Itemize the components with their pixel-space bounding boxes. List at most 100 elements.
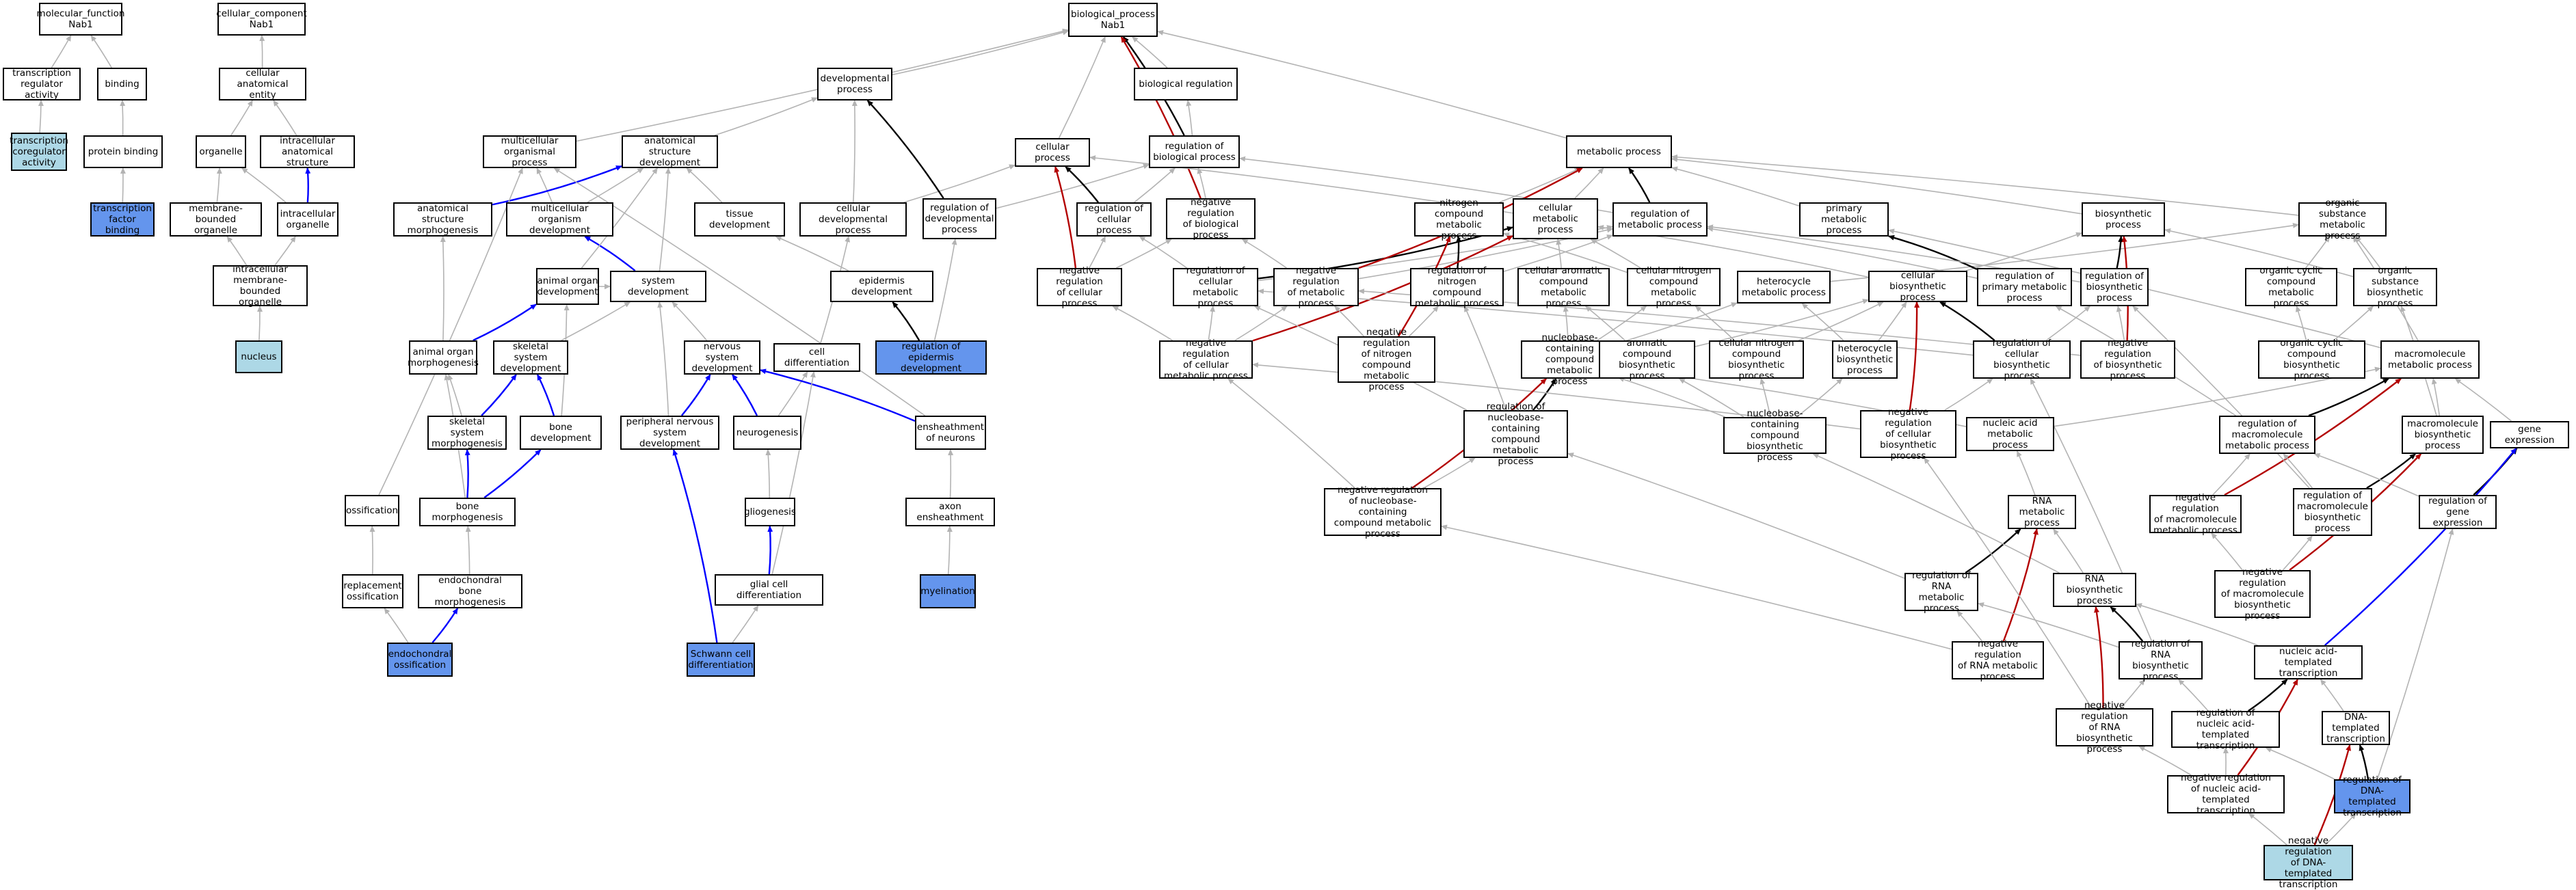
edge-tfb-to-protbind <box>122 168 123 202</box>
edge-negregrnamp-to-negregnccmp <box>1442 526 1952 649</box>
go-term-node-bonedev: bone development <box>520 416 602 450</box>
go-term-node-mod: multicellular organism development <box>506 202 613 237</box>
go-term-node-regdev: regulation of developmental process <box>922 198 996 239</box>
go-term-node-regrnamp: regulation of RNA metabolic process <box>1904 573 1978 611</box>
go-term-node-namp: nucleic acid metabolic process <box>1966 417 2054 451</box>
go-term-node-negregncmp: negative regulation of nitrogen compound… <box>1338 336 1435 383</box>
go-term-node-cae: cellular anatomical entity <box>219 68 306 100</box>
edge-pnsd-to-sysdev <box>659 302 668 416</box>
go-term-node-tfb: transcription factor binding <box>90 202 155 237</box>
edge-cae-to-cc <box>262 36 263 68</box>
edge-tca-to-tra <box>40 100 41 133</box>
go-term-node-bioreg: biological regulation <box>1134 68 1238 100</box>
go-term-node-natt: nucleic acid-templated transcription <box>2254 645 2363 679</box>
go-term-node-dtt: DNA-templated transcription <box>2322 711 2390 745</box>
go-term-node-tra: transcription regulator activity <box>3 68 81 100</box>
edge-negregcp-to-negregbp <box>1116 239 1171 268</box>
go-term-node-myelination: myelination <box>920 574 976 608</box>
go-term-node-gliogenesis: gliogenesis <box>745 498 795 526</box>
edge-tissuedev-to-asd <box>687 168 722 202</box>
edge-endoossif-to-endobm <box>432 608 457 643</box>
go-term-node-negregcbp: negative regulation of cellular biosynth… <box>1860 410 1956 458</box>
go-term-node-regbp: regulation of biological process <box>1149 135 1240 168</box>
edge-negregbp-to-bp <box>1121 37 1201 198</box>
go-term-node-mf: molecular_function Nab1 <box>39 3 122 36</box>
edge-ssm-to-aom <box>449 375 462 416</box>
edge-regdev-to-devproc <box>868 100 944 198</box>
go-term-node-gcd: glial cell differentiation <box>715 574 823 606</box>
go-term-node-cbp: cellular biosynthetic process <box>1868 271 1967 302</box>
go-term-node-aom: animal organ morphogenesis <box>409 340 477 375</box>
go-term-node-epidev: epidermis development <box>830 271 933 302</box>
edge-ias-to-cae <box>274 100 297 135</box>
go-term-node-regnatt: regulation of nucleic acid-templated tra… <box>2171 711 2280 748</box>
edge-regmbp-to-regmmp <box>2283 454 2312 488</box>
edge-regbiosyn-to-biosyn <box>2117 237 2121 268</box>
edge-negregnccmp-to-negregcmp <box>1228 379 1355 488</box>
go-term-node-negregbiosyn: negative regulation of biosynthetic proc… <box>2080 340 2175 379</box>
edge-negregrnabp-to-rnabp <box>2096 607 2103 708</box>
go-term-node-mop: multicellular organismal process <box>483 135 576 168</box>
edge-aom-to-asm <box>443 237 444 340</box>
go-term-node-negregbp: negative regulation of biological proces… <box>1166 198 1256 239</box>
edge-regnccmp-to-regncmp <box>1465 306 1506 410</box>
edge-bioreg-to-bp <box>1132 37 1167 68</box>
go-term-node-enseneu: ensheathment of neurons <box>915 416 986 450</box>
edge-regcbp-to-cbp <box>1940 302 1995 340</box>
edge-neurogenesis-to-nsd <box>732 375 757 416</box>
go-term-node-sysdev: system development <box>610 271 706 302</box>
go-term-node-tissuedev: tissue development <box>694 202 785 237</box>
go-term-node-endobm: endochondral bone morphogenesis <box>418 574 522 608</box>
go-term-node-regcp: regulation of cellular process <box>1076 202 1152 237</box>
go-term-node-regcbp: regulation of cellular biosynthetic proc… <box>1973 340 2071 379</box>
edge-regepi-to-regdev <box>935 239 955 340</box>
go-term-node-nucleus: nucleus <box>235 340 282 373</box>
go-term-node-bp: biological_process Nab1 <box>1068 3 1158 37</box>
go-term-node-nccbp: nucleobase-containing compound biosynthe… <box>1723 417 1827 454</box>
edge-organelle-to-cae <box>231 100 252 135</box>
go-term-node-negregnccmp: negative regulation of nucleobase-contai… <box>1324 488 1442 536</box>
go-term-node-reggeneexp: regulation of gene expression <box>2419 495 2497 529</box>
go-term-node-negregrnamp: negative regulation of RNA metabolic pro… <box>1952 641 2044 679</box>
go-term-node-regmmp: regulation of macromolecule metabolic pr… <box>2219 416 2315 454</box>
go-term-node-regrnabp: regulation of RNA biosynthetic process <box>2119 641 2203 679</box>
go-term-node-devproc: developmental process <box>817 68 892 100</box>
edge-asd-to-devproc <box>715 98 817 135</box>
edge-gcd-to-gliogenesis <box>769 526 771 574</box>
edge-ncmp-to-metproc <box>1500 168 1580 202</box>
edge-geneexp-to-mmp <box>2456 379 2512 421</box>
go-term-node-ncmp: nitrogen compound metabolic process <box>1414 202 1504 237</box>
go-term-node-io: intracellular organelle <box>277 202 338 237</box>
go-term-node-primmp: primary metabolic process <box>1799 202 1889 237</box>
edge-regnatt-to-regrnabp <box>2179 679 2208 711</box>
edge-regnatt-to-natt <box>2248 679 2287 711</box>
edge-negregcmp-to-negregcp <box>1113 306 1172 340</box>
edge-negregmp-to-negregbp <box>1243 239 1287 268</box>
go-term-node-metproc: metabolic process <box>1566 135 1672 168</box>
edge-nucleus-to-imbo <box>259 306 260 340</box>
edge-tra-to-mf <box>51 36 70 68</box>
edge-cncmp-to-cmp <box>1591 239 1641 268</box>
go-term-node-negregmbp: negative regulation of macromolecule bio… <box>2214 570 2311 618</box>
edge-mbiosyn-to-mmp <box>2433 379 2439 416</box>
go-term-node-axonens: axon ensheathment <box>905 498 995 526</box>
edge-ssd-to-sysdev <box>561 302 630 340</box>
edge-ocbp-to-ocmp <box>2296 306 2306 340</box>
edge-mod-to-mop <box>537 168 552 202</box>
go-term-node-cacmp: cellular aromatic compound metabolic pro… <box>1517 268 1610 306</box>
edge-natt-to-geneexp <box>2325 448 2517 645</box>
go-term-node-osbp: organic substance biosynthetic process <box>2353 268 2437 306</box>
go-term-node-organelle: organelle <box>196 135 246 168</box>
edge-gcd-to-celldiff <box>772 372 814 574</box>
edge-nsd-to-sysdev <box>672 302 706 340</box>
go-term-node-cellproc: cellular process <box>1015 138 1090 167</box>
go-term-node-celldevproc: cellular developmental process <box>799 202 907 237</box>
go-term-node-negregrnabp: negative regulation of RNA biosynthetic … <box>2056 708 2153 746</box>
edge-protbind-to-binding <box>122 100 123 135</box>
go-term-node-negregcp: negative regulation of cellular process <box>1037 268 1122 306</box>
edge-myelination-to-axonens <box>948 526 950 574</box>
go-term-node-hetmp: heterocycle metabolic process <box>1737 271 1831 304</box>
go-term-node-endoossif: endochondral ossification <box>387 643 453 677</box>
edge-regmp-to-metproc <box>1629 168 1649 202</box>
edge-negregcbp-to-regcbp <box>1945 379 1993 410</box>
